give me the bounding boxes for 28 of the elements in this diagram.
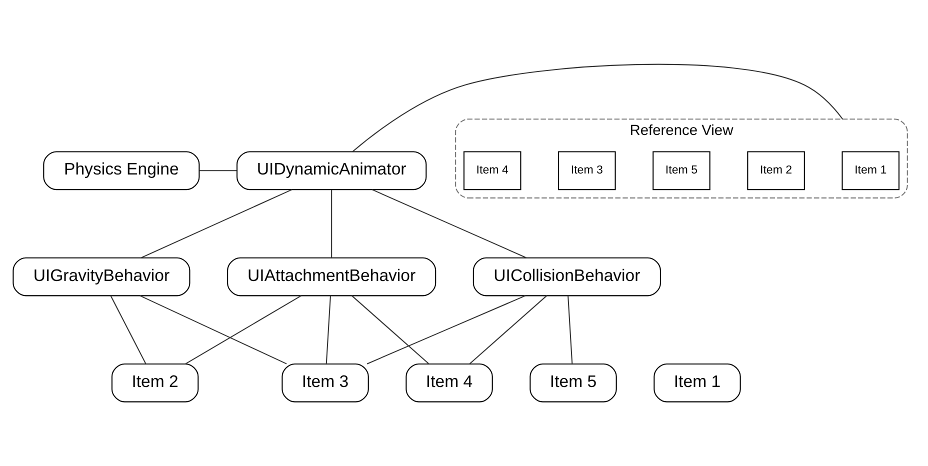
node-box: UIGravityBehavior bbox=[12, 257, 190, 296]
connector bbox=[350, 295, 429, 364]
node-box: Item 1 bbox=[653, 363, 740, 402]
node-box: Item 1 bbox=[841, 151, 899, 190]
node-box: UIAttachmentBehavior bbox=[226, 257, 436, 296]
node-box: Physics Engine bbox=[42, 151, 200, 190]
connector bbox=[198, 170, 236, 172]
connector bbox=[366, 295, 526, 364]
node-box: Item 2 bbox=[110, 363, 198, 402]
node-box: Item 4 bbox=[462, 151, 521, 190]
node-box: Item 3 bbox=[281, 363, 368, 402]
node-box: Item 5 bbox=[529, 363, 616, 402]
connector bbox=[352, 64, 843, 152]
connector bbox=[139, 295, 286, 364]
connector bbox=[110, 296, 146, 364]
node-box: UIDynamicAnimator bbox=[236, 151, 426, 190]
connector bbox=[325, 296, 330, 364]
node-box: Item 4 bbox=[405, 363, 492, 402]
connector bbox=[371, 189, 526, 258]
node-box: Item 3 bbox=[558, 151, 616, 190]
connector bbox=[184, 295, 301, 364]
connector bbox=[468, 295, 547, 364]
connector bbox=[140, 189, 292, 258]
connector bbox=[330, 190, 332, 258]
node-box: Item 2 bbox=[746, 151, 804, 190]
connector bbox=[567, 296, 572, 364]
node-box: UICollisionBehavior bbox=[472, 257, 660, 296]
node-box: Item 5 bbox=[652, 151, 710, 190]
